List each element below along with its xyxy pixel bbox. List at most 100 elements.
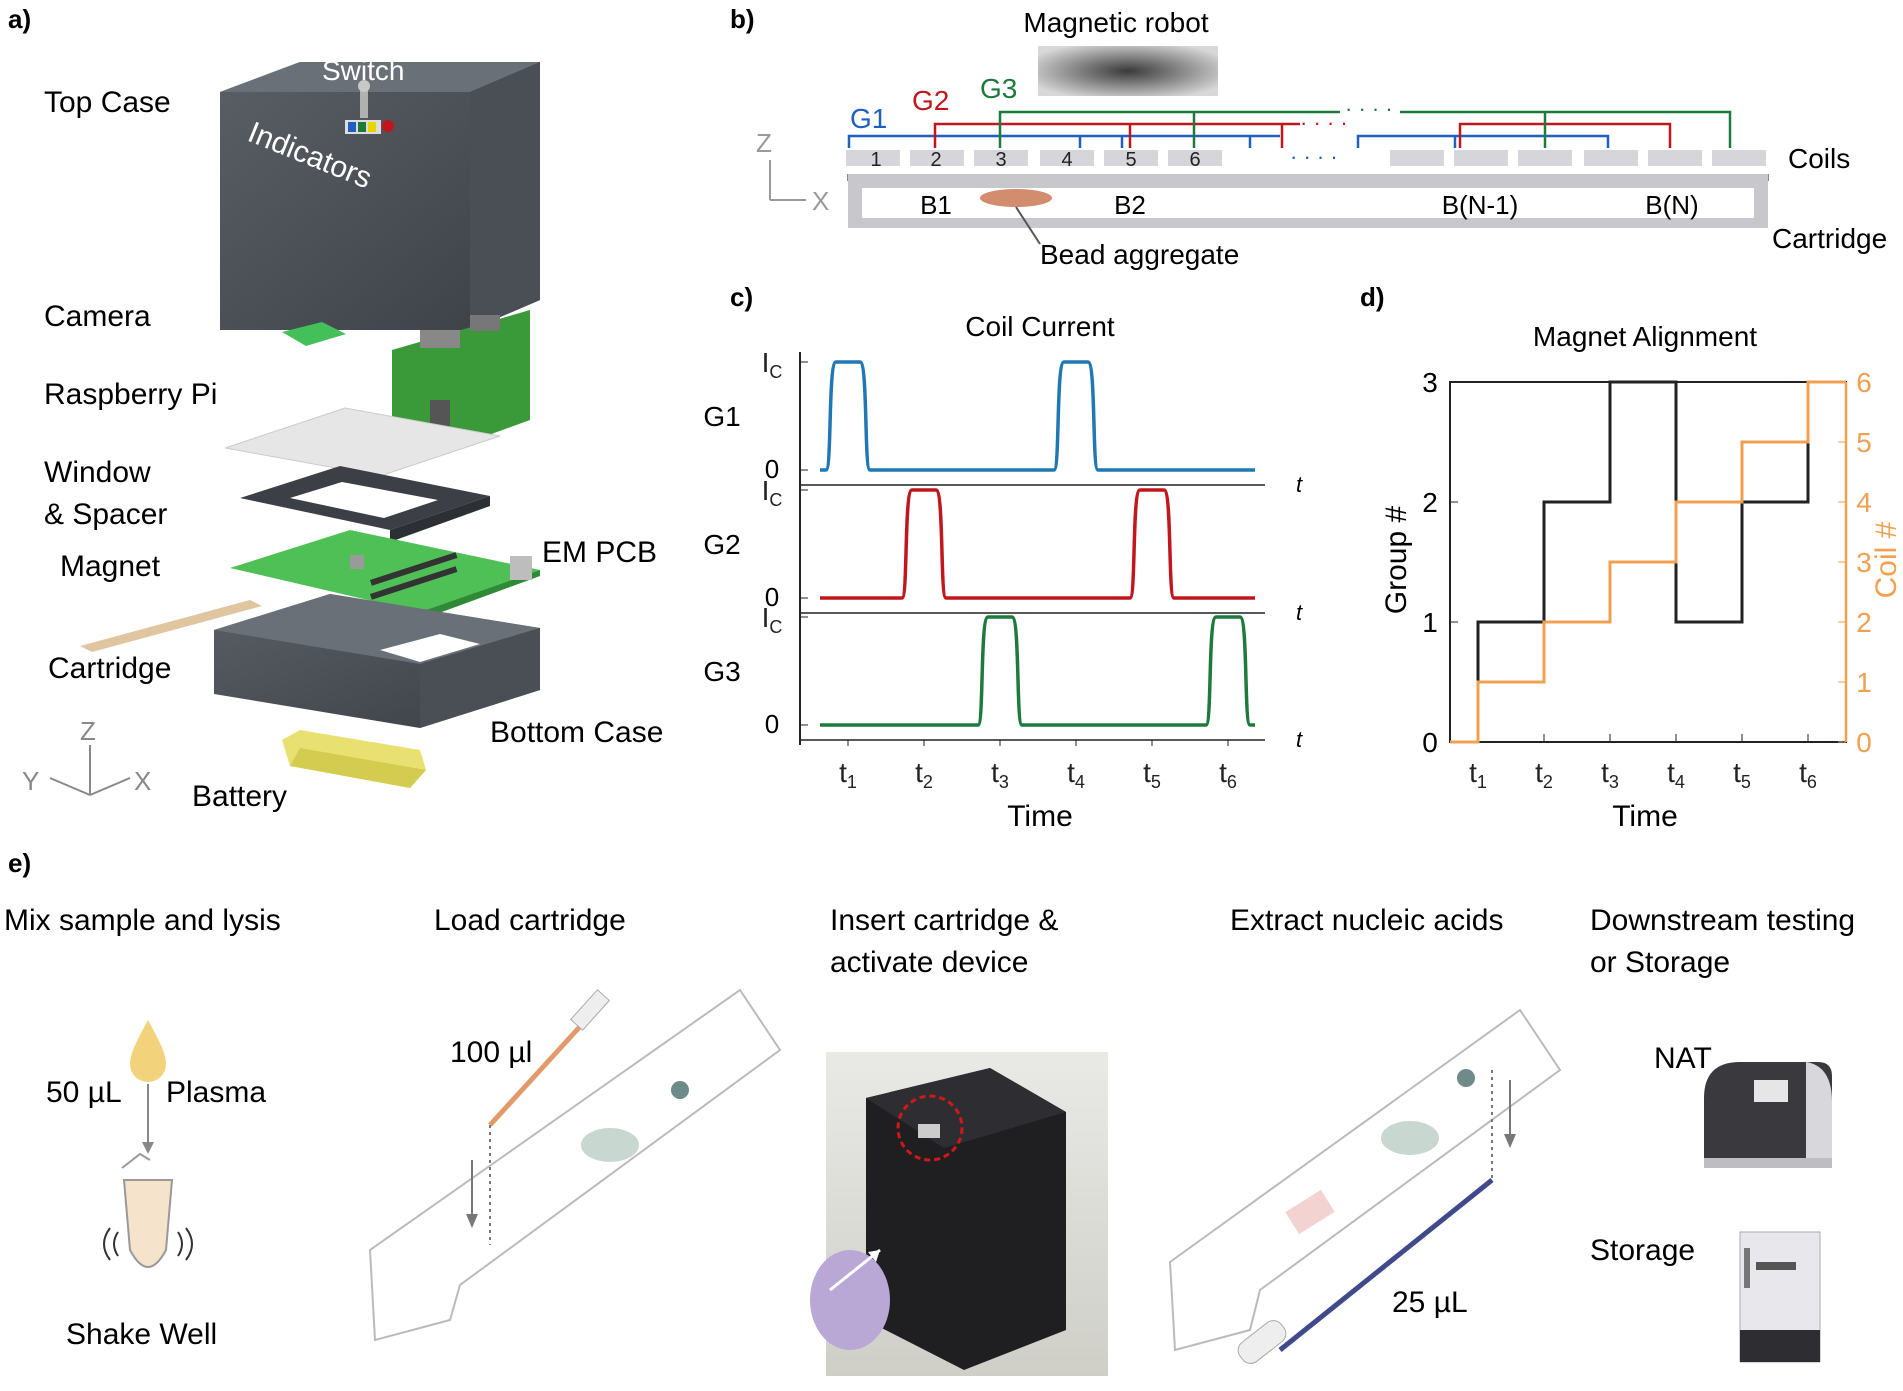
step-4-volume: 25 µL (1392, 1286, 1468, 1319)
switch-label: Switch (322, 55, 404, 86)
cartridge-channel (848, 174, 1768, 228)
step-4-title: Extract nucleic acids (1230, 904, 1503, 937)
panel-a-letter: a) (8, 4, 31, 34)
chart-c-series-G1 (820, 360, 1255, 472)
chart-c-series-label-G1: G1 (703, 401, 740, 432)
group-label-g3: G3 (980, 73, 1017, 104)
raspberry-pi-label: Raspberry Pi (44, 378, 217, 411)
cartridge-b-label: Cartridge (1772, 223, 1887, 254)
coil-num-3: 3 (995, 149, 1006, 171)
panel-d-letter: d) (1360, 282, 1385, 312)
coil-num-6: 6 (1189, 149, 1200, 171)
chart-c-xtick-label-t1: t1 (839, 757, 857, 792)
chart-c-xtick-label-t4: t4 (1067, 757, 1085, 792)
step-1-shake: Shake Well (66, 1318, 217, 1351)
chart-c-xtick-label-t2: t2 (915, 757, 933, 792)
step-2-cartridge (368, 988, 782, 1342)
axis-x-b: X (812, 186, 829, 216)
chart-c-ylabel-low-G2: 0 (765, 582, 779, 612)
step-3-title-line1: Insert cartridge & (830, 904, 1058, 937)
block-bn: B(N) (1645, 190, 1698, 220)
chart-c-series-label-G2: G2 (703, 529, 740, 560)
step-1-volume: 50 µL (46, 1076, 122, 1109)
chart-d-xtick-label-t2: t2 (1535, 757, 1553, 792)
chart-c-t-label-G1: t (1296, 472, 1303, 497)
bead-leader (1015, 206, 1041, 245)
window-illustration (224, 407, 501, 477)
panel-b-letter: b) (730, 4, 755, 34)
step-1-plasma: Plasma (166, 1076, 266, 1109)
step-2-title: Load cartridge (434, 904, 626, 937)
chart-d-xtick-label-t5: t5 (1733, 757, 1751, 792)
dots-mid: · · · · (1300, 110, 1348, 135)
magnetic-robot-label: Magnetic robot (1023, 7, 1208, 38)
tube-icon (122, 1179, 174, 1268)
chart-d-xtick-label-t3: t3 (1601, 757, 1619, 792)
cartridge-illustration (80, 600, 262, 652)
chart-d-ytick-label-2: 2 (1422, 487, 1438, 518)
coils-label: Coils (1788, 143, 1850, 174)
chart-c-title: Coil Current (965, 311, 1115, 342)
chart-d-xtick-label-t1: t1 (1469, 757, 1487, 792)
step-3-title-line2: activate device (830, 946, 1028, 979)
freezer-icon (1739, 1231, 1821, 1363)
axis-triad-a (49, 745, 131, 796)
chart-c-series-label-G3: G3 (703, 656, 740, 687)
chart-d-y2label: Coil # (1870, 521, 1903, 598)
battery-label: Battery (192, 780, 287, 813)
axis-y-a: Y (22, 766, 39, 796)
battery-illustration (282, 730, 426, 788)
nat-label: NAT (1654, 1042, 1712, 1075)
axis-x-a: X (134, 766, 151, 796)
nat-instrument-icon (1704, 1062, 1832, 1168)
group-label-g1: G1 (850, 103, 887, 134)
chart-d-y2tick-label-2: 2 (1856, 607, 1872, 638)
top-case-label: Top Case (44, 86, 171, 119)
chart-d-y2tick-label-1: 1 (1856, 667, 1872, 698)
coil-row (846, 150, 1766, 166)
panel-e-letter: e) (8, 848, 31, 878)
window-label: Window (44, 456, 151, 489)
dots-low: · · · · (1290, 144, 1338, 169)
dots-top: · · · · (1345, 96, 1393, 121)
block-b1: B1 (920, 190, 952, 220)
coil-num-4: 4 (1061, 149, 1072, 171)
spacer-label: & Spacer (44, 498, 167, 531)
magnet-label: Magnet (60, 550, 161, 583)
chart-d-y2tick-label-4: 4 (1856, 487, 1872, 518)
em-pcb-illustration (230, 530, 540, 620)
em-pcb-label: EM PCB (542, 536, 657, 569)
chart-d-y2tick-label-0: 0 (1856, 727, 1872, 758)
camera-label: Camera (44, 300, 151, 333)
bottom-case-label: Bottom Case (490, 716, 663, 749)
coil-wiring (847, 110, 1732, 148)
chart-c-t-label-G2: t (1296, 600, 1303, 625)
step-2-pipette (466, 989, 611, 1245)
chart-d-xlabel: Time (1612, 800, 1678, 833)
cartridge-label: Cartridge (48, 652, 171, 685)
panel-b: b) Magnetic robot · · · · · · · · · · · … (730, 4, 1887, 270)
step-1-illustration (103, 1020, 193, 1268)
coil-num-5: 5 (1125, 149, 1136, 171)
chart-c-series-G2 (820, 488, 1255, 600)
step-5-title-line1: Downstream testing (1590, 904, 1855, 937)
block-b2: B2 (1114, 190, 1146, 220)
group-label-g2: G2 (912, 85, 949, 116)
camera-illustration (282, 322, 346, 346)
top-case-illustration (220, 62, 540, 330)
bottom-case-illustration (214, 594, 540, 728)
chart-d-ytick-label-0: 0 (1422, 727, 1438, 758)
chart-d-xtick-label-t4: t4 (1667, 757, 1685, 792)
storage-label: Storage (1590, 1234, 1695, 1267)
chart-c-ylabel-low-G3: 0 (765, 709, 779, 739)
bead-aggregate (980, 189, 1052, 207)
block-bn1: B(N-1) (1442, 190, 1519, 220)
panel-a: a) Switch Top Case Indicators Camera Ra (8, 4, 663, 813)
chart-d-y2tick-label-3: 3 (1856, 547, 1872, 578)
chart-d-ytick-label-1: 1 (1422, 607, 1438, 638)
